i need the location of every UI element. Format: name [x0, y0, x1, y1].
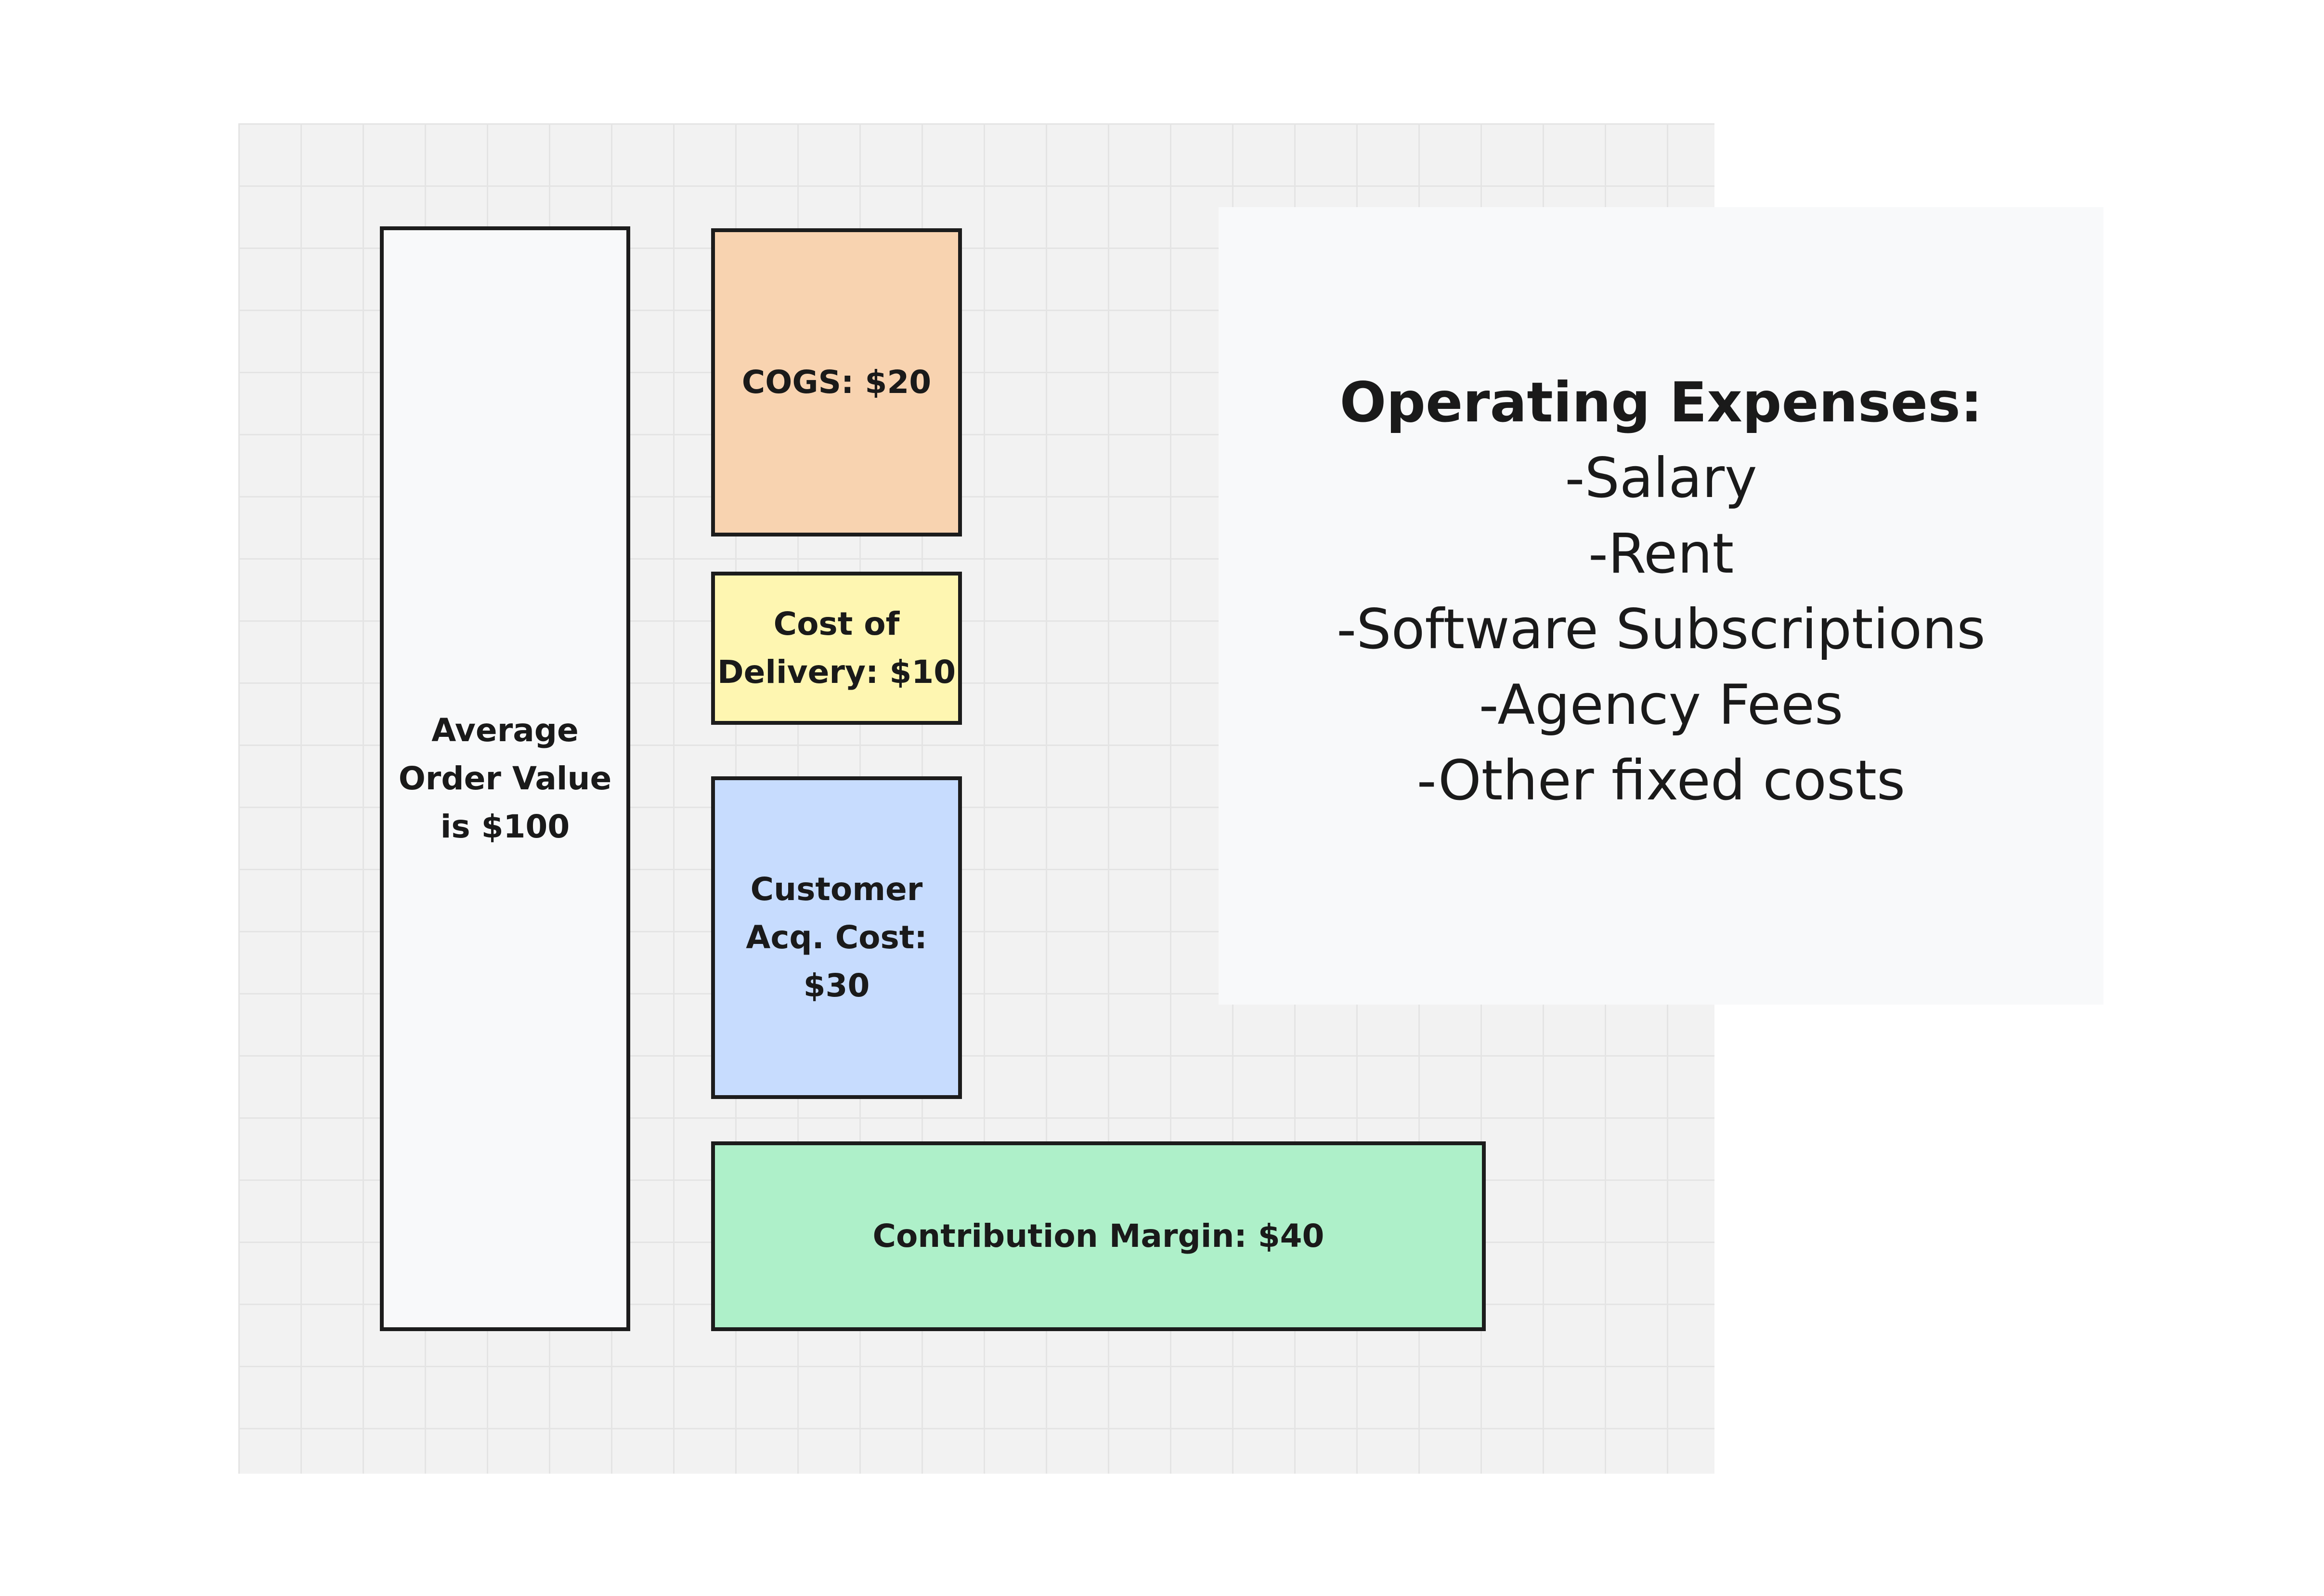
contribution-margin-box[interactable]: Contribution Margin: $40	[711, 1141, 1486, 1331]
operating-expense-item: -Rent	[1588, 522, 1734, 586]
operating-expense-item: -Other fixed costs	[1416, 748, 1906, 812]
operating-expense-item: -Software Subscriptions	[1337, 597, 1986, 661]
operating-expenses-list: -Salary -Rent -Software Subscriptions -A…	[1337, 440, 1986, 818]
cogs-label: COGS: $20	[741, 363, 932, 401]
customer-acquisition-cost-label: Customer Acq. Cost: $30	[746, 870, 927, 1005]
average-order-value-box[interactable]: Average Order Value is $100	[380, 226, 630, 1331]
operating-expenses-note[interactable]: Operating Expenses: -Salary -Rent -Softw…	[1219, 207, 2103, 1005]
customer-acquisition-cost-box[interactable]: Customer Acq. Cost: $30	[711, 776, 962, 1099]
operating-expenses-title: Operating Expenses:	[1339, 370, 1983, 434]
operating-expense-item: -Agency Fees	[1479, 673, 1844, 737]
operating-expense-item: -Salary	[1565, 446, 1757, 510]
cogs-box[interactable]: COGS: $20	[711, 228, 962, 536]
cost-of-delivery-label: Cost of Delivery: $10	[717, 605, 956, 691]
contribution-margin-label: Contribution Margin: $40	[872, 1217, 1324, 1255]
cost-of-delivery-box[interactable]: Cost of Delivery: $10	[711, 572, 962, 725]
average-order-value-label: Average Order Value is $100	[398, 711, 612, 846]
